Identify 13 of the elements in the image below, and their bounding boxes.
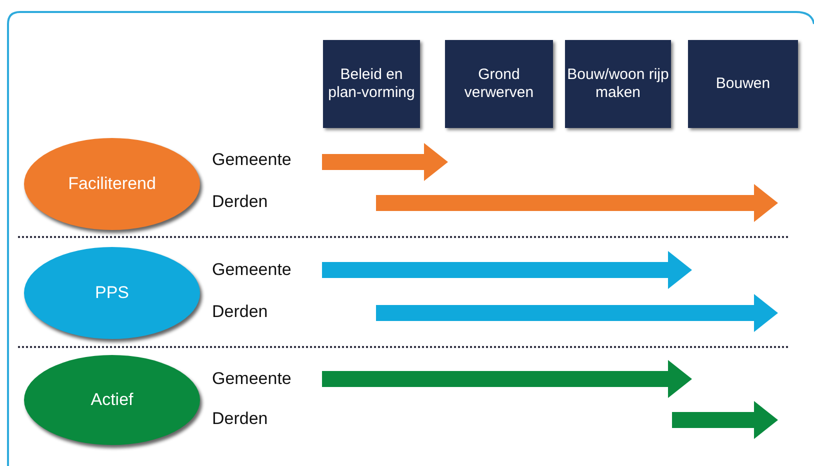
phase-box: Beleid en plan-vorming: [323, 40, 420, 128]
approach-ellipse: Actief: [24, 355, 200, 445]
approach-ellipse: PPS: [24, 247, 200, 339]
phase-box: Bouwen: [688, 40, 798, 128]
approach-ellipse: Faciliterend: [24, 138, 200, 230]
phase-box: Grond verwerven: [445, 40, 553, 128]
party-label: Gemeente: [212, 260, 292, 280]
party-label: Gemeente: [212, 150, 292, 170]
party-label: Derden: [212, 409, 268, 429]
party-label: Derden: [212, 302, 268, 322]
party-label: Derden: [212, 192, 268, 212]
phase-box: Bouw/woon rijp maken: [565, 40, 671, 128]
party-label: Gemeente: [212, 369, 292, 389]
